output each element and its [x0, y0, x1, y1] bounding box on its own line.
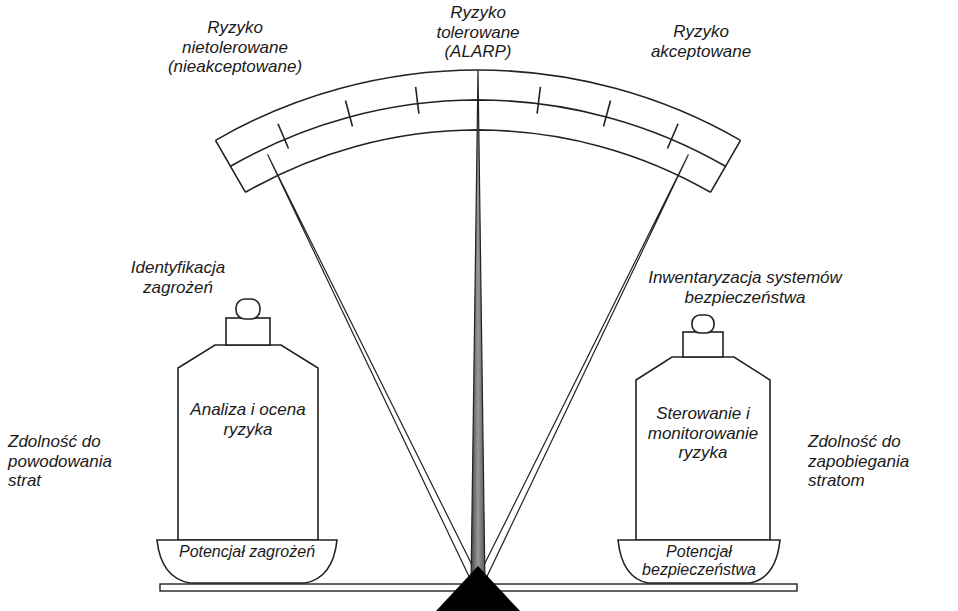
gauge-edge — [711, 140, 741, 192]
weight-text: Analiza i ocena ryzyka — [190, 400, 306, 439]
left-weight-knob — [236, 299, 260, 319]
balance-scale — [157, 299, 797, 611]
pan-text: Potencjał zagrożeń — [177, 543, 317, 561]
gauge-tick — [537, 87, 540, 114]
pan-box: Potencjał zagrożeń — [157, 542, 337, 583]
weight-heading: Identyfikacja zagrożeń — [108, 258, 248, 297]
weight-heading: Inwentaryzacja systemów bezpieczeństwa — [630, 268, 860, 307]
left-pan — [157, 540, 337, 583]
right-weight-knob — [692, 315, 714, 333]
weight-block: Identyfikacja zagrożeńAnaliza i ocena ry… — [178, 362, 318, 540]
right-weight — [636, 357, 770, 540]
pan-box: Potencjał bezpieczeństwa — [618, 542, 780, 583]
risk-zone-label: Ryzyko tolerowane (ALARP) — [428, 3, 528, 62]
gauge-edge — [216, 140, 246, 192]
weight-text: Sterowanie i monitorowanie ryzyka — [642, 404, 764, 463]
side-label: Zdolność do zapobiegania stratom — [808, 432, 940, 491]
gauge-tick — [278, 124, 289, 149]
left-weight — [178, 345, 318, 540]
side-label: Zdolność do powodowania strat — [8, 432, 130, 491]
risk-zone-label: Ryzyko nietolerowane (nieakceptowane) — [160, 18, 310, 77]
pivot-triangle — [436, 566, 520, 611]
center-needle — [471, 70, 485, 586]
pan-text: Potencjał bezpieczeństwa — [624, 543, 774, 578]
left-weight-handle — [226, 318, 270, 345]
right-weight-handle — [683, 332, 723, 357]
weight-block: Inwentaryzacja systemów bezpieczeństwaSt… — [636, 382, 770, 540]
gauge-tick — [668, 124, 679, 149]
right-pan — [618, 540, 780, 583]
gauge-tick — [416, 87, 419, 114]
gauge-tick — [345, 100, 352, 126]
risk-zone-label: Ryzyko akceptowane — [640, 22, 762, 61]
gauge-tick — [604, 100, 611, 126]
